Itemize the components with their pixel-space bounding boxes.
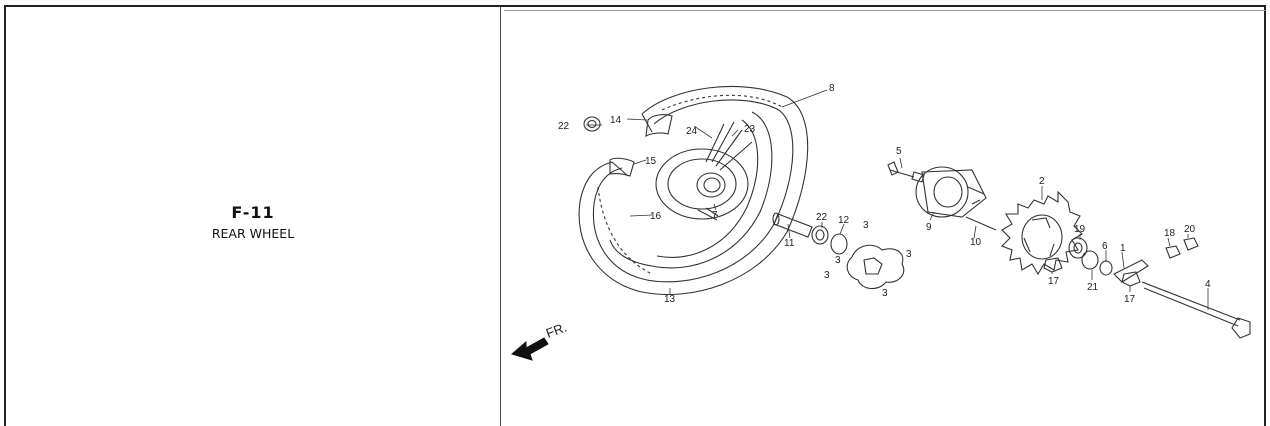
callout-label: 5 xyxy=(896,146,902,157)
callout-label: 23 xyxy=(744,124,756,135)
callout-label: 3 xyxy=(906,249,912,260)
callout-label: 1 xyxy=(1120,243,1126,254)
callout-label: 22 xyxy=(558,121,570,132)
page-frame xyxy=(4,5,1266,426)
callout-label: 20 xyxy=(1184,224,1196,235)
section-code: F-11 xyxy=(231,203,275,222)
part-17-nut xyxy=(1043,257,1063,273)
callout-label: 3 xyxy=(835,255,841,266)
part-21-ring xyxy=(1081,250,1099,270)
part-10-stud xyxy=(965,216,997,231)
callout-label: 19 xyxy=(1074,224,1086,235)
callout-label: 11 xyxy=(784,238,795,249)
tire xyxy=(578,85,809,295)
panel-divider xyxy=(500,7,501,426)
callout-label: 3 xyxy=(882,288,888,299)
wheel-hub xyxy=(655,121,753,221)
part-22-bearing xyxy=(811,225,829,245)
callout-label: 7 xyxy=(712,210,718,221)
diagram-top-rule xyxy=(504,10,1266,11)
section-header-panel: F-11 REAR WHEEL xyxy=(6,7,500,426)
part-5-bolt xyxy=(887,161,925,183)
part-4-axle xyxy=(1141,281,1251,339)
callout-label: 12 xyxy=(838,215,850,226)
direction-label: FR. xyxy=(544,320,569,341)
callout-label: 9 xyxy=(926,222,932,233)
part-9-carrier xyxy=(915,166,987,218)
part-18-nut xyxy=(1165,245,1181,259)
callout-label: 16 xyxy=(650,211,662,222)
callout-label: 2 xyxy=(1039,176,1045,187)
callout-label: 17 xyxy=(1124,294,1136,305)
callout-label: 13 xyxy=(664,294,676,305)
callout-label: 3 xyxy=(824,270,830,281)
section-title: REAR WHEEL xyxy=(211,226,295,241)
callout-label: 6 xyxy=(1102,241,1108,252)
front-arrow-icon xyxy=(510,337,549,361)
rear-wheel-exploded-diagram: 8 14 22 24 23 15 16 7 13 11 22 12 3 3 3 … xyxy=(510,83,1251,361)
callout-label: 10 xyxy=(970,237,982,248)
part-20-nut xyxy=(1183,237,1199,251)
rim xyxy=(609,111,773,269)
front-direction-indicator: FR. xyxy=(510,320,569,361)
callout-labels: 8 14 22 24 23 15 16 7 13 11 22 12 3 3 3 … xyxy=(558,83,1211,305)
callout-label: 4 xyxy=(1205,279,1211,290)
callout-label: 22 xyxy=(816,212,828,223)
part-17-nut-right xyxy=(1121,271,1141,287)
callout-label: 21 xyxy=(1087,282,1099,293)
part-1-adjuster xyxy=(1113,259,1149,283)
callout-label: 24 xyxy=(686,126,698,137)
callout-label: 14 xyxy=(610,115,622,126)
part-6-collar xyxy=(1099,260,1113,276)
part-3-dampers xyxy=(846,244,905,290)
part-22-nut xyxy=(583,116,601,132)
part-12-ring xyxy=(830,233,848,255)
part-2-sprocket xyxy=(1001,190,1083,276)
callout-label: 8 xyxy=(829,83,835,94)
callout-label: 17 xyxy=(1048,276,1060,287)
part-19-bearing xyxy=(1068,237,1088,259)
callout-label: 15 xyxy=(645,156,657,167)
part-11-spacer xyxy=(772,212,813,238)
callout-label: 18 xyxy=(1164,228,1176,239)
callout-label: 3 xyxy=(863,220,869,231)
tube-valve xyxy=(609,114,673,177)
